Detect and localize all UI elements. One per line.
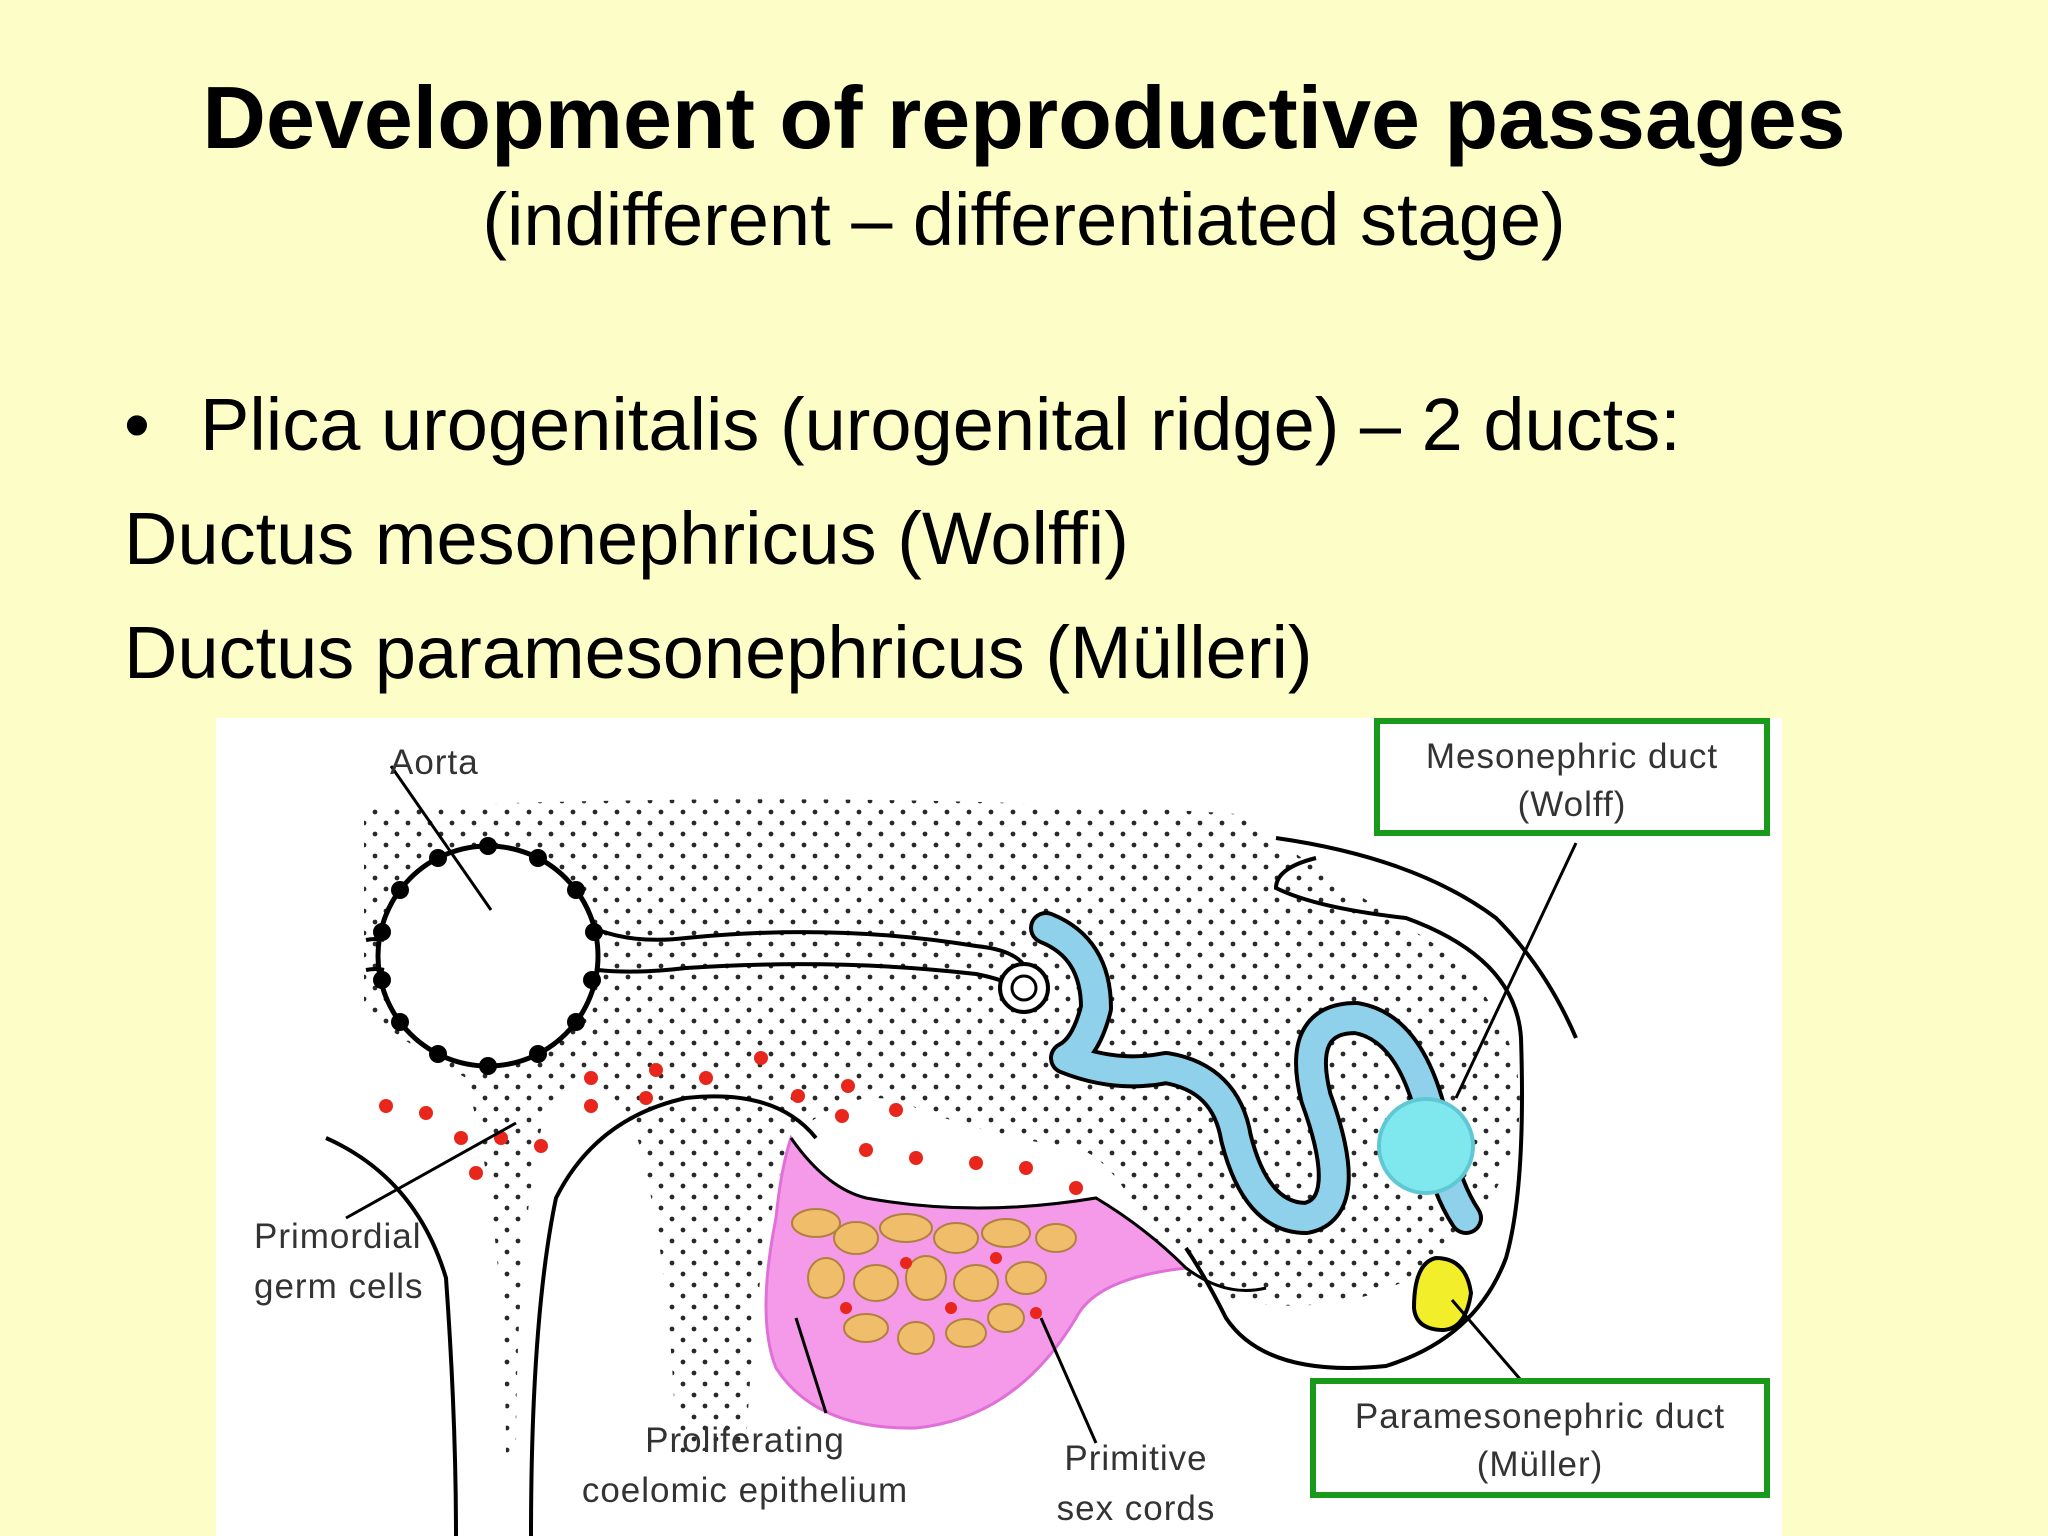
bullet-text: Plica urogenitalis (urogenital ridge) – … [200, 383, 1681, 466]
proliferating-epithelium-label-line2: coelomic epithelium [581, 1471, 909, 1510]
proliferating-epithelium-label-line1: Proliferating [645, 1421, 845, 1460]
primitive-sex-cords-label-line1: Primitive [1064, 1439, 1208, 1478]
aorta-vessel [373, 837, 603, 1075]
embryo-cross-section-figure: Aorta Mesonephric duct (Wolff) Primordia… [216, 718, 1782, 1536]
mesonephric-duct-label-box: Mesonephric duct (Wolff) [1374, 718, 1770, 836]
paramesonephric-duct-label-line2: (Müller) [1476, 1445, 1604, 1484]
primitive-sex-cords [791, 1208, 1077, 1355]
paramesonephric-duct-line: Ductus paramesonephricus (Mülleri) [124, 611, 1313, 694]
mesonephric-duct-label-line2: (Wolff) [1517, 785, 1627, 824]
paramesonephric-duct-label-line1: Paramesonephric duct [1354, 1397, 1726, 1436]
primordial-germ-cells-label-line1: Primordial [254, 1217, 422, 1256]
mesonephric-duct-label-line1: Mesonephric duct [1425, 737, 1719, 776]
primitive-sex-cords-label-line2: sex cords [1056, 1489, 1216, 1528]
bullet-dot: • [124, 383, 150, 466]
aorta-label: Aorta [390, 743, 479, 782]
slide-subtitle: (indifferent – differentiated stage) [482, 178, 1566, 261]
embryo-diagram [325, 765, 1578, 1536]
slide-title: Development of reproductive passages [202, 68, 1846, 167]
mesonephric-duct-line: Ductus mesonephricus (Wolffi) [124, 497, 1129, 580]
paramesonephric-duct-label-box: Paramesonephric duct (Müller) [1310, 1378, 1770, 1498]
mesenchyme-region [364, 799, 1520, 1458]
mesonephric-duct-circle [1377, 1097, 1475, 1195]
primordial-germ-cells [379, 1051, 1083, 1319]
paramesonephric-duct-shape [1411, 1255, 1474, 1333]
primordial-germ-cells-label-line2: germ cells [254, 1267, 424, 1306]
bullet-item: • Plica urogenitalis (urogenital ridge) –… [124, 380, 1681, 470]
